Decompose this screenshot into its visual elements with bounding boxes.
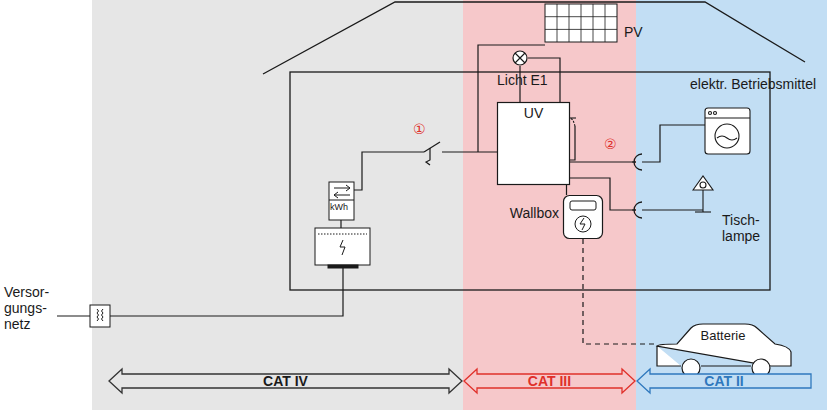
lamp-symbol — [513, 51, 527, 65]
pv-panel — [545, 4, 617, 42]
cat3-zone — [463, 0, 636, 410]
meter-symbol — [329, 182, 354, 220]
distribution-board: UV — [497, 102, 570, 185]
supply-wire — [566, 185, 567, 195]
grid-label: Versor- gungs- netz — [4, 284, 56, 332]
equipment-label: elektr. Betriebsmittel — [690, 76, 816, 92]
node-label: Wallbox — [510, 205, 559, 221]
category-label: CAT III — [463, 368, 636, 389]
lamp-label: Tisch- lampe — [722, 212, 768, 244]
cat4-arrow: CAT IV — [108, 368, 463, 394]
table-lamp — [693, 176, 713, 212]
house-connection-box — [315, 228, 370, 268]
callout-number: ① — [413, 121, 426, 137]
charging-cable — [583, 239, 655, 344]
main-switch — [424, 142, 440, 165]
pv-label: PV — [624, 24, 643, 40]
cat2-arrow: CAT II — [636, 368, 812, 394]
socket-symbols — [632, 154, 642, 218]
meter-label: kWh — [330, 202, 348, 212]
cat2-zone — [636, 0, 827, 410]
washing-machine — [705, 108, 750, 154]
cat4-zone — [92, 0, 463, 410]
node-label: Batterie — [655, 328, 791, 344]
category-label: CAT II — [636, 368, 812, 389]
category-label: CAT IV — [108, 368, 463, 389]
wallbox: Wallbox — [563, 195, 603, 239]
wires — [57, 45, 705, 316]
light-label: Licht E1 — [497, 72, 548, 88]
roof — [263, 2, 805, 74]
transformer-symbol — [90, 305, 110, 327]
house-wall — [290, 72, 770, 290]
wallbox-shape — [563, 195, 603, 239]
callout-number: ② — [604, 136, 617, 152]
cat3-arrow: CAT III — [463, 368, 636, 394]
node-label: UV — [497, 102, 570, 121]
